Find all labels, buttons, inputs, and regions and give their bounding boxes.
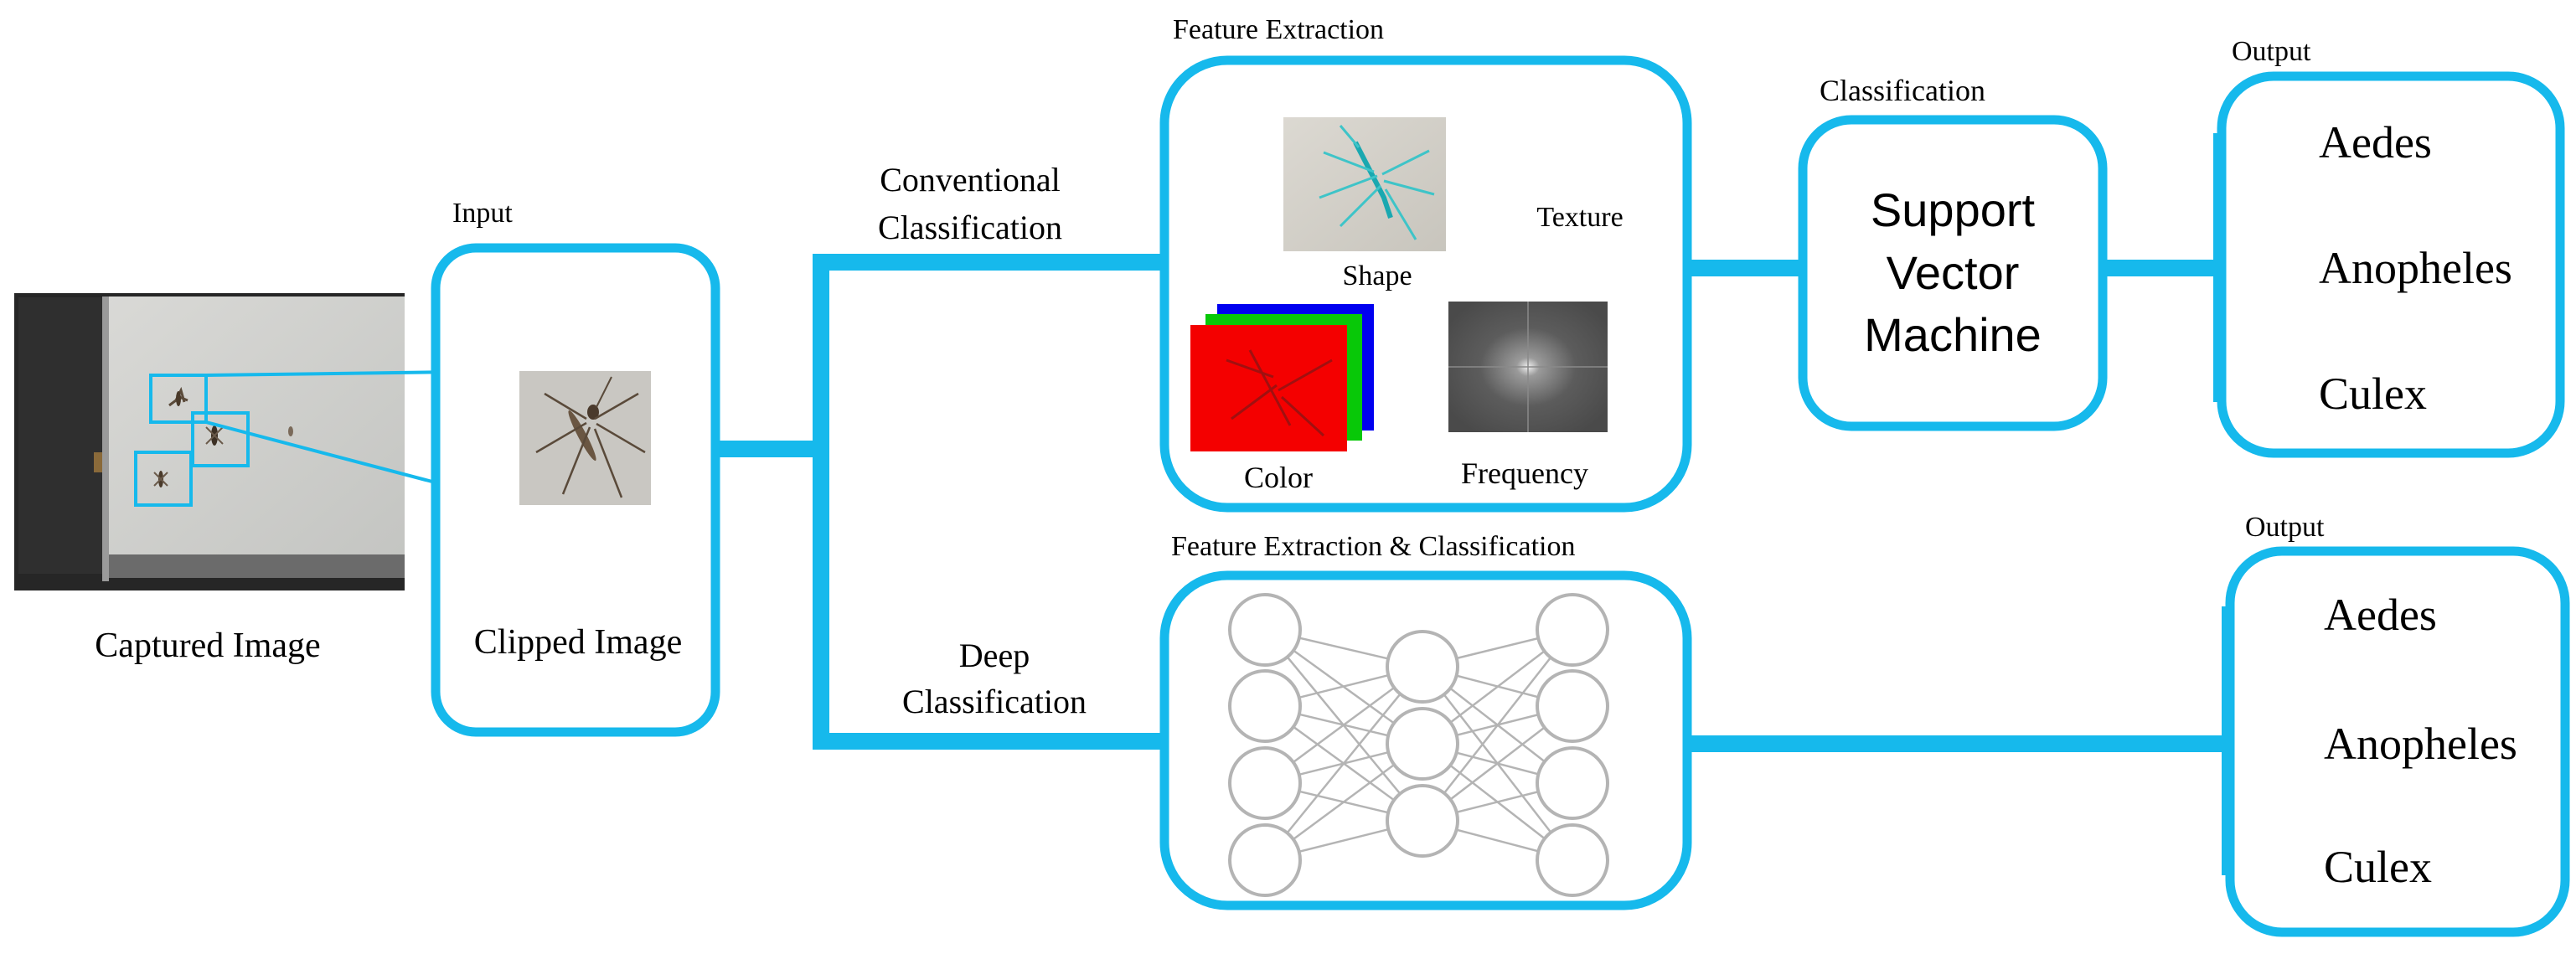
bottom-output-class-aedes: Aedes xyxy=(2324,590,2437,640)
nn-node-layer1-3 xyxy=(1228,746,1302,820)
top-output-class-anopheles: Anopheles xyxy=(2319,243,2512,293)
top-output-class-culex: Culex xyxy=(2319,369,2427,419)
conventional-label-line1: Conventional xyxy=(880,161,1061,199)
color-label: Color xyxy=(1244,461,1313,494)
nn-node-layer3-4 xyxy=(1536,823,1609,897)
conventional-label-line2: Classification xyxy=(878,209,1062,246)
bottom-output-box xyxy=(2225,546,2570,937)
nn-node-layer2-3 xyxy=(1386,784,1459,858)
conventional-branch-label: Conventional Classification xyxy=(878,161,1062,246)
input-label: Input xyxy=(452,198,513,229)
svm-line2: Vector xyxy=(1887,246,2020,299)
detection-box-1 xyxy=(149,374,208,424)
nn-edge-l1-2-0 xyxy=(1422,629,1573,822)
detection-box-3 xyxy=(134,451,193,507)
deep-branch-label: Deep Classification xyxy=(902,637,1087,720)
nn-node-layer3-1 xyxy=(1536,593,1609,667)
frequency-label: Frequency xyxy=(1461,456,1588,490)
nn-node-layer1-4 xyxy=(1228,823,1302,897)
svm-line3: Machine xyxy=(1864,308,2042,361)
neural-network-nodes xyxy=(1228,593,1609,897)
nn-node-layer3-3 xyxy=(1536,746,1609,820)
input-panel: Input Clipped Image xyxy=(431,198,720,737)
captured-photo xyxy=(14,293,405,590)
nn-node-layer3-2 xyxy=(1536,669,1609,743)
clipped-image-caption: Clipped Image xyxy=(474,623,682,662)
deep-network-title: Feature Extraction & Classification xyxy=(1171,531,1575,562)
frequency-spectrum-image xyxy=(1448,302,1608,432)
classification-panel: Classification Support Vector Machine xyxy=(1798,74,2108,431)
bottom-output-class-culex: Culex xyxy=(2324,842,2432,892)
nn-node-layer2-2 xyxy=(1386,707,1459,781)
top-output-panel: Output Aedes Anopheles Culex xyxy=(2217,36,2565,458)
texture-label: Texture xyxy=(1536,202,1623,233)
feature-extraction-title: Feature Extraction xyxy=(1173,14,1384,45)
svm-line1: Support xyxy=(1871,183,2036,236)
top-output-box xyxy=(2217,71,2565,458)
bottom-output-panel: Output Aedes Anopheles Culex xyxy=(2225,512,2570,937)
nn-node-layer1-2 xyxy=(1228,669,1302,743)
deep-label-line2: Classification xyxy=(902,683,1087,720)
captured-image-panel: Captured Image xyxy=(14,293,522,665)
nn-node-layer2-1 xyxy=(1386,630,1459,704)
shape-label: Shape xyxy=(1342,260,1412,291)
top-output-class-aedes: Aedes xyxy=(2319,117,2432,168)
classification-box xyxy=(1798,115,2108,431)
deep-network-panel: Feature Extraction & Classification xyxy=(1159,531,1692,910)
feature-extraction-panel: Feature Extraction Shape Texture Color F… xyxy=(1159,14,1692,513)
nn-edge-l0-3-0 xyxy=(1264,666,1423,861)
clipped-mosquito-image xyxy=(519,371,651,505)
detection-box-2 xyxy=(191,411,250,467)
top-output-title: Output xyxy=(2232,36,2311,67)
color-channels-icon xyxy=(1190,304,1374,451)
bottom-output-title: Output xyxy=(2245,512,2325,543)
classification-title: Classification xyxy=(1820,74,1985,107)
captured-image-caption: Captured Image xyxy=(95,627,320,665)
bottom-output-class-anopheles: Anopheles xyxy=(2324,719,2517,769)
nn-node-layer1-1 xyxy=(1228,593,1302,667)
deep-label-line1: Deep xyxy=(959,637,1030,674)
shape-feature-image xyxy=(1283,117,1446,251)
